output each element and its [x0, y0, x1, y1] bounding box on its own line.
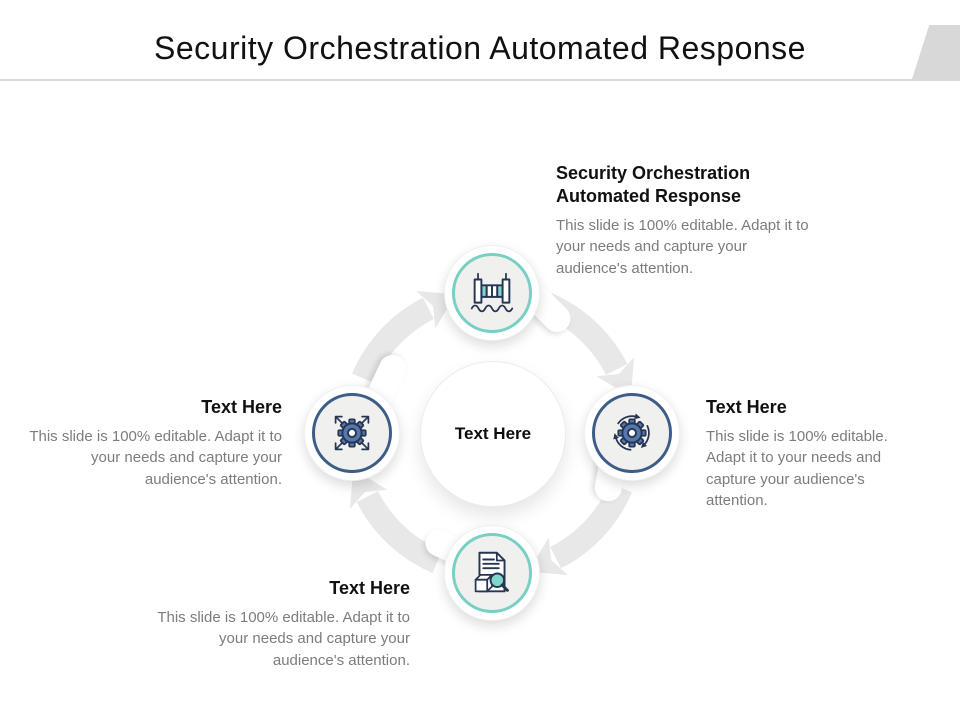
- slide-title: Security Orchestration Automated Respons…: [154, 30, 806, 66]
- arrow-left-to-top: [352, 290, 457, 384]
- dam-water-flow-icon: [470, 272, 514, 313]
- node-right-ring: [592, 393, 672, 473]
- block-body-bottom: This slide is 100% editable. Adapt it to…: [157, 609, 410, 669]
- block-heading-top-right: Security Orchestration Automated Respons…: [556, 163, 751, 207]
- node-top: [444, 245, 540, 341]
- block-heading-left: Text Here: [201, 397, 282, 417]
- block-heading-right: Text Here: [706, 397, 787, 417]
- block-body-right: This slide is 100% editable. Adapt it to…: [706, 428, 888, 509]
- title-divider-line: [0, 79, 960, 81]
- gear-expand-arrows-icon: [334, 415, 370, 451]
- block-body-top-right: This slide is 100% editable. Adapt it to…: [556, 217, 809, 277]
- center-circle: Text Here: [420, 361, 566, 507]
- block-heading-bottom: Text Here: [329, 578, 410, 598]
- node-left-ring: [312, 393, 392, 473]
- text-block-top-right: Security Orchestration Automated Respons…: [556, 162, 814, 279]
- arrow-bottom-to-left: [349, 468, 443, 573]
- text-block-bottom: Text Here This slide is 100% editable. A…: [152, 577, 410, 671]
- document-box-magnifier-icon: [474, 551, 509, 593]
- center-label: Text Here: [454, 424, 532, 443]
- node-right: [584, 385, 680, 481]
- node-bottom: [444, 525, 540, 621]
- text-block-right: Text Here This slide is 100% editable. A…: [706, 396, 926, 511]
- text-block-left: Text Here This slide is 100% editable. A…: [24, 396, 282, 490]
- gear-rotation-arrows-icon: [613, 413, 650, 451]
- node-bottom-ring: [452, 533, 532, 613]
- node-left: [304, 385, 400, 481]
- block-body-left: This slide is 100% editable. Adapt it to…: [29, 428, 282, 488]
- node-top-ring: [452, 253, 532, 333]
